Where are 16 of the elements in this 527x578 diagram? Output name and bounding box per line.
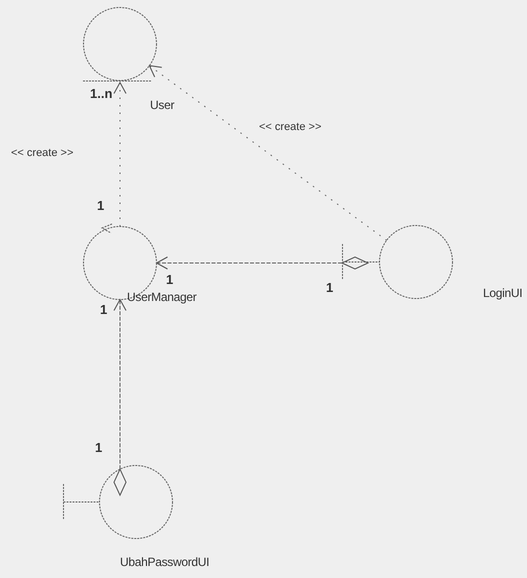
multiplicity-label: 1 [100,302,108,317]
edge-label: << create >> [10,147,74,159]
object-name: UbahPasswordUI [120,555,210,569]
aggregation-arrow [114,299,126,496]
multiplicity-label: 1 [95,440,102,455]
multiplicity-label: 1 [326,280,334,295]
multiplicity-label: 1 [166,272,174,287]
multiplicity-label: 1..n [90,86,112,101]
aggregation-arrow [156,256,368,270]
dashed-arrow [148,65,388,241]
edge-label: << create >> [258,121,322,133]
object-name: UserManager [127,290,196,304]
multiplicity-label: 1 [97,198,104,213]
object-name: LoginUI [483,286,522,300]
dashed-arrow [114,82,126,227]
object-name: User [150,98,174,112]
